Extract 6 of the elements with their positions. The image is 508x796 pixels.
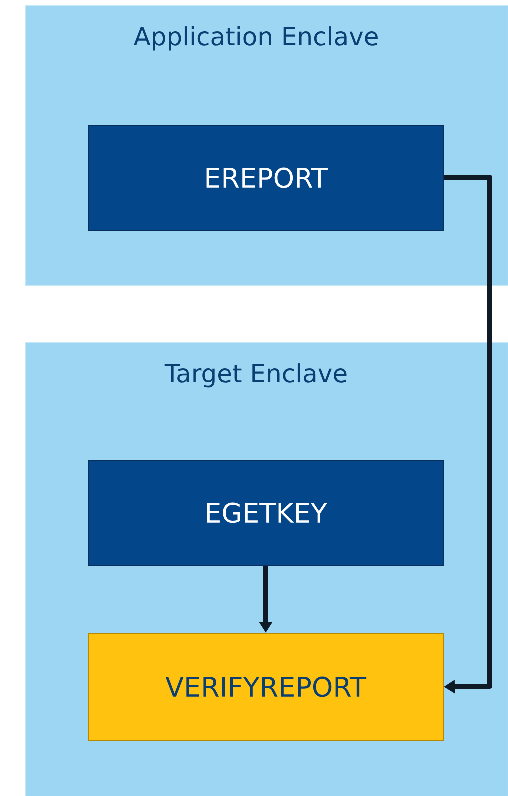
instruction-box: EGETKEY — [88, 460, 444, 566]
panel-title: Application Enclave — [134, 26, 378, 51]
panel-title: Target Enclave — [164, 364, 347, 388]
result-box: VERIFYREPORT — [88, 633, 444, 741]
instruction-box: EREPORT — [88, 125, 444, 231]
arrow — [444, 175, 492, 694]
